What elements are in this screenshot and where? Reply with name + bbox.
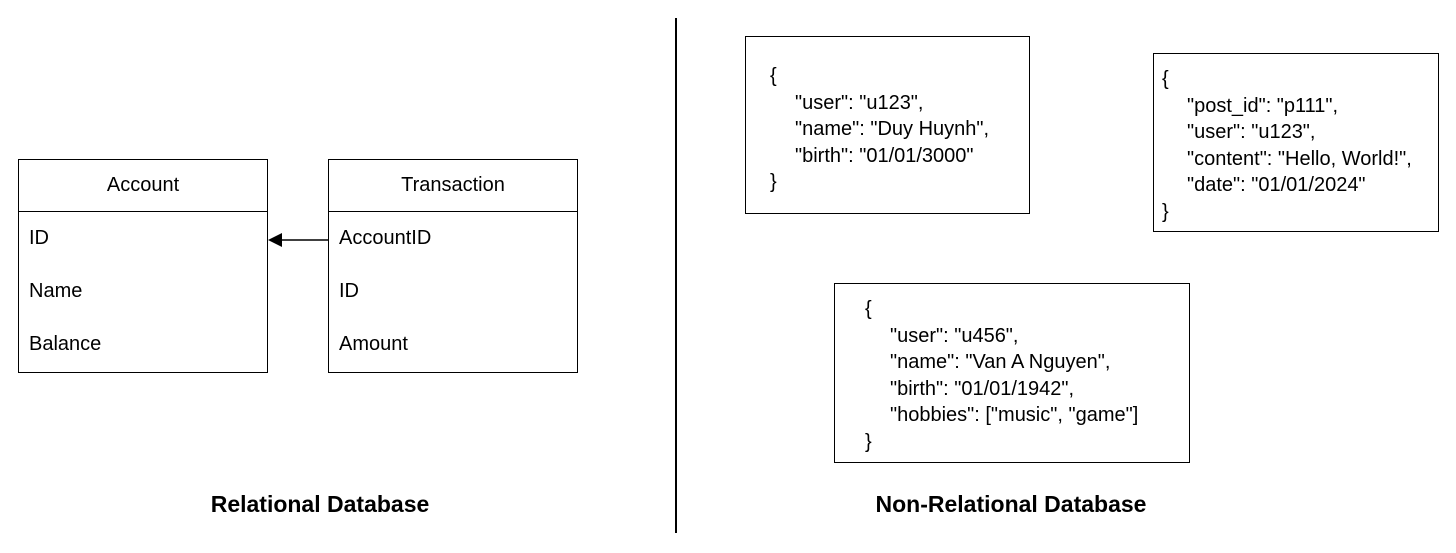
account-field-balance: Balance bbox=[29, 333, 102, 355]
transaction-field-id: ID bbox=[339, 280, 359, 302]
json-line: { bbox=[865, 298, 872, 320]
transaction-table: Transaction AccountID ID Amount bbox=[328, 159, 578, 373]
json-line: "birth": "01/01/1942", bbox=[890, 377, 1075, 400]
account-table: Account ID Name Balance bbox=[18, 159, 268, 373]
account-table-header: Account bbox=[19, 160, 267, 212]
document-post-p111: { "post_id": "p111", "user": "u123", "co… bbox=[1153, 53, 1439, 232]
transaction-table-header: Transaction bbox=[329, 160, 577, 212]
json-line: } bbox=[865, 430, 872, 453]
foreign-key-arrow bbox=[268, 233, 328, 247]
json-line: "content": "Hello, World!", bbox=[1187, 147, 1412, 170]
json-line: "post_id": "p111", bbox=[1187, 94, 1339, 117]
json-line: { bbox=[1162, 68, 1169, 90]
json-line: { bbox=[770, 65, 777, 87]
json-line: } bbox=[1162, 200, 1169, 223]
json-line: "user": "u456", bbox=[890, 324, 1019, 347]
json-line: "name": "Duy Huynh", bbox=[795, 118, 990, 140]
account-field-id: ID bbox=[29, 227, 49, 249]
non-relational-section-title: Non-Relational Database bbox=[875, 491, 1147, 517]
transaction-field-amount: Amount bbox=[339, 333, 408, 355]
json-line: "user": "u123", bbox=[1187, 121, 1316, 143]
document-user-u123: { "user": "u123", "name": "Duy Huynh", "… bbox=[745, 36, 1030, 214]
relational-section-title: Relational Database bbox=[210, 491, 430, 517]
json-line: "hobbies": ["music", "game"] bbox=[890, 404, 1139, 426]
account-field-name: Name bbox=[29, 280, 83, 302]
section-divider bbox=[675, 18, 677, 533]
json-line: "date": "01/01/2024" bbox=[1187, 174, 1366, 196]
transaction-field-accountid: AccountID bbox=[339, 227, 432, 249]
json-line: "name": "Van A Nguyen", bbox=[890, 351, 1111, 373]
json-line: "user": "u123", bbox=[795, 91, 924, 114]
document-user-u456: { "user": "u456", "name": "Van A Nguyen"… bbox=[834, 283, 1190, 463]
json-line: } bbox=[770, 171, 777, 193]
json-line: "birth": "01/01/3000" bbox=[795, 144, 974, 167]
